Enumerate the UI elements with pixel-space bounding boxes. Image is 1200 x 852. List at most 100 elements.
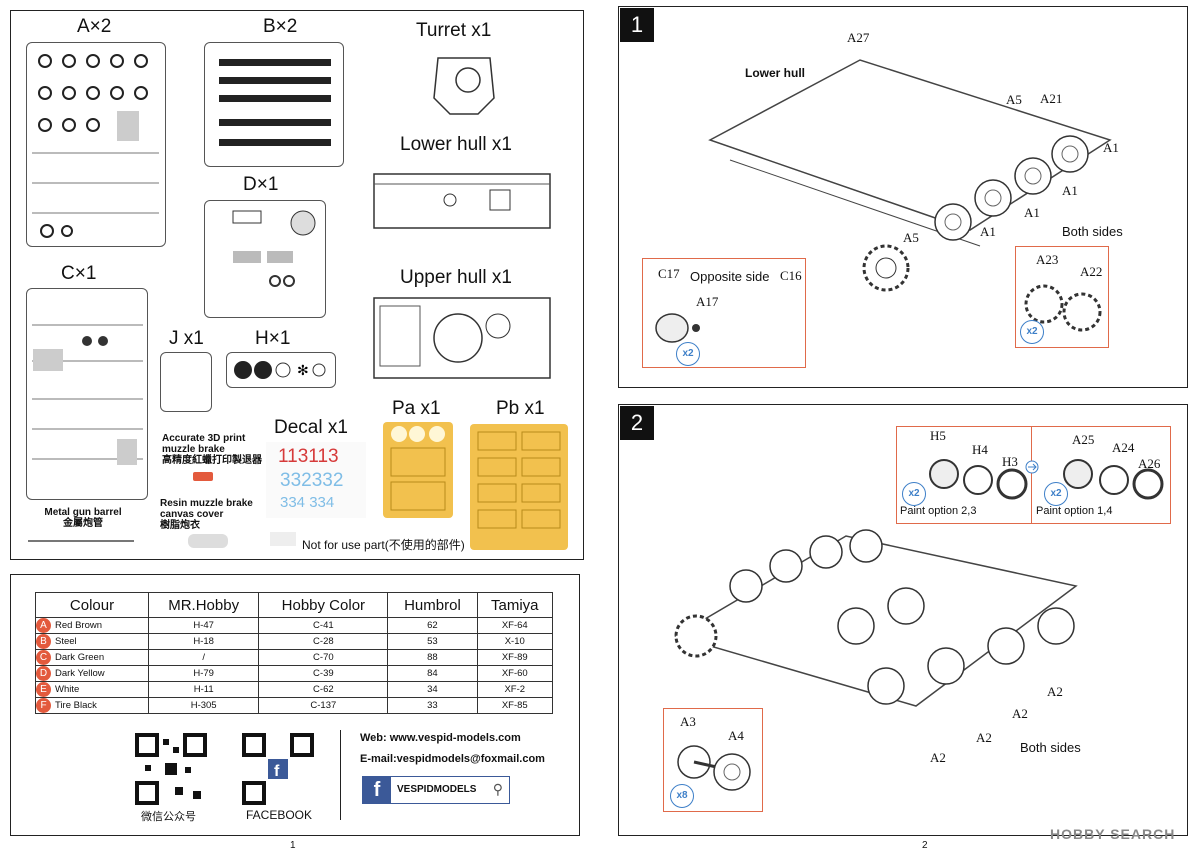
hobby-search-watermark: HOBBY SEARCH <box>1050 826 1176 842</box>
print-brake-part <box>193 472 213 481</box>
page-number-1: 1 <box>290 840 296 851</box>
part-h3: H3 <box>1002 454 1018 469</box>
facebook-page-name: VESPIDMODELS <box>397 784 477 795</box>
table-cell: X-10 <box>476 633 554 650</box>
page-number-2: 2 <box>922 840 928 851</box>
etch-pa <box>383 422 453 518</box>
sprue-h-label: H×1 <box>255 328 291 349</box>
facebook-qr-icon: f <box>242 733 314 805</box>
sprue-c <box>26 288 148 500</box>
sprue-b-label: B×2 <box>263 16 298 37</box>
table-cell: C-137 <box>258 697 389 714</box>
col-hobbycolor: Hobby Color <box>258 592 389 618</box>
colour-code-badge: A <box>36 618 51 633</box>
part-h5: H5 <box>930 428 946 443</box>
part-h4: H4 <box>972 442 988 457</box>
sprue-j-label: J x1 <box>169 328 204 349</box>
opposite-side-x2-badge: x2 <box>676 342 700 366</box>
table-cell: C-41 <box>258 617 389 634</box>
table-cell: XF-64 <box>476 617 554 634</box>
wechat-qr-icon <box>135 733 207 805</box>
pb-label: Pb x1 <box>496 398 545 419</box>
part-a3: A3 <box>680 714 696 729</box>
paint-option-1-4: Paint option 1,4 <box>1036 505 1113 517</box>
part-a2-1: A2 <box>1047 684 1063 699</box>
table-cell: 34 <box>387 681 478 698</box>
col-tamiya: Tamiya <box>476 592 554 618</box>
print-note-en: Accurate 3D print muzzle brake <box>162 433 246 455</box>
barrel-note: Metal gun barrel 金屬炮管 <box>38 507 128 529</box>
etch-pa-parts <box>390 426 446 511</box>
part-a21: A21 <box>1040 91 1063 106</box>
lower-hull-drawing <box>373 173 551 229</box>
search-icon: ⚲ <box>492 781 503 797</box>
road-wheel-x8-badge: x8 <box>670 784 694 808</box>
table-cell: 33 <box>387 697 478 714</box>
decal-sheet: 113113 332332 334 334 <box>266 442 366 518</box>
part-a1-4: A1 <box>980 224 996 239</box>
step-2-hull-drawing <box>674 529 1078 707</box>
decal-label: Decal x1 <box>274 417 348 438</box>
contact-divider <box>340 730 341 820</box>
table-cell: H-11 <box>147 681 260 698</box>
table-cell: H-47 <box>147 617 260 634</box>
barrel-note-en: Metal gun barrel <box>44 507 122 518</box>
table-cell: 88 <box>387 649 478 666</box>
table-cell: / <box>147 649 260 666</box>
part-a2-2: A2 <box>1012 706 1028 721</box>
opposite-side-inset <box>642 258 806 368</box>
colour-code-badge: D <box>36 666 51 681</box>
step-1-both-sides: Both sides <box>1062 224 1123 239</box>
colour-code-badge: C <box>36 650 51 665</box>
colour-info-frame <box>10 574 580 836</box>
colour-name: Tire Black <box>55 700 97 712</box>
web-address[interactable]: Web: www.vespid-models.com <box>360 732 521 744</box>
email-address[interactable]: E-mail:vespidmodels@foxmail.com <box>360 753 545 765</box>
upper-hull-label: Upper hull x1 <box>400 267 512 288</box>
part-a2-3: A2 <box>976 730 992 745</box>
sprocket-parts <box>1024 284 1102 332</box>
step-1-frame <box>618 6 1188 388</box>
print-note-cn: 高精度紅蠟打印製退器 <box>162 455 262 466</box>
paint-option-divider <box>1031 426 1032 524</box>
sprue-b <box>204 42 344 167</box>
part-c16: C16 <box>780 268 802 283</box>
part-a1-3: A1 <box>1024 205 1040 220</box>
part-a23: A23 <box>1036 252 1059 267</box>
paint-option-inset <box>896 426 1171 524</box>
etch-pb <box>470 424 568 550</box>
resin-cover-part <box>188 534 228 548</box>
paint-option-1-4-parts <box>1063 459 1164 500</box>
table-cell: C-70 <box>258 649 389 666</box>
part-a5-top: A5 <box>1006 92 1022 107</box>
table-cell: XF-89 <box>476 649 554 666</box>
print-note: Accurate 3D print muzzle brake 高精度紅蠟打印製退… <box>162 433 266 466</box>
road-wheel-inset <box>663 708 763 812</box>
table-cell: XF-2 <box>476 681 554 698</box>
part-a22: A22 <box>1080 264 1103 279</box>
colour-name: Dark Yellow <box>55 668 105 680</box>
colour-code-badge: E <box>36 682 51 697</box>
idler-part-c17 <box>655 313 700 343</box>
sprue-c-parts <box>32 324 143 465</box>
sprue-a-label: A×2 <box>77 16 112 37</box>
pa-label: Pa x1 <box>392 398 441 419</box>
col-humbrol: Humbrol <box>387 592 478 618</box>
col-colour: Colour <box>35 592 149 618</box>
sprue-a-parts <box>32 54 159 238</box>
paint-2-3-x2-badge: x2 <box>902 482 926 506</box>
decal-row-2: 332332 <box>280 470 344 491</box>
lower-hull-label: Lower hull x1 <box>400 134 512 155</box>
decal-row-1: 113113 <box>278 446 339 467</box>
resin-note: Resin muzzle brake canvas cover 樹脂炮衣 <box>160 498 270 531</box>
turret-drawing <box>433 57 495 115</box>
sprue-b-parts <box>219 59 331 146</box>
colour-table: Colour MR.Hobby Hobby Color Humbrol Tami… <box>35 592 554 714</box>
part-a2-4: A2 <box>930 750 946 765</box>
step-1-hull-drawing <box>708 59 1112 247</box>
facebook-search-bar[interactable]: f VESPIDMODELS ⚲ <box>362 776 510 804</box>
not-for-use-note: Not for use part(不使用的部件) <box>302 538 465 552</box>
sprocket-x2-badge: x2 <box>1020 320 1044 344</box>
